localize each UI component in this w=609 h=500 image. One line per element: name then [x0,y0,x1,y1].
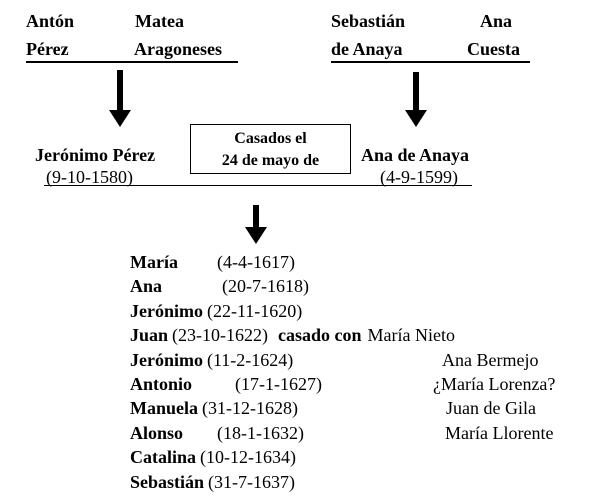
child-date: (22-11-1620) [206,300,303,321]
child-name: Jerónimo [130,349,203,370]
child-name: Juan [130,325,169,346]
marriage-line-1: Casados el [234,130,307,147]
child-name: Sebastián [130,471,205,492]
anton-last: Pérez [26,39,69,59]
spouse-name: María Nieto [367,325,455,346]
child-name: Antonio [130,374,193,394]
parents-line [44,185,472,186]
mother-name: Ana de Anaya [361,145,470,165]
sebastian-last: de Anaya [331,39,403,59]
child-date: (17-1-1627) [235,374,322,394]
matea-first: Matea [135,11,184,31]
spouse-name: Juan de Gila [446,398,536,419]
spouse-name: Ana Bermejo [442,349,539,370]
right-couple-line [331,61,530,63]
child-date: (18-1-1632) [217,422,304,443]
child-row: Alonso (18-1-1632) [130,422,304,443]
spouse-name: ¿María Lorenza? [433,374,556,394]
child-date: (23-10-1622) [172,325,269,346]
child-date: (20-7-1618) [222,276,309,297]
child-row: Ana (20-7-1618) [130,276,309,297]
ana-cuesta-last: Cuesta [467,39,520,59]
child-date: (4-4-1617) [217,252,295,272]
marriage-line-2: 24 de mayo de [221,152,320,169]
marriage-box: Casados el 24 de mayo de [190,124,351,174]
father-date: (9-10-1580) [46,167,133,187]
matea-last: Aragoneses [134,39,222,59]
anton-first: Antón [26,11,75,31]
child-name: Manuela [130,398,199,419]
child-row: Catalina(10-12-1634) [130,447,296,467]
child-date: (10-12-1634) [200,447,296,468]
married-label: casado con [278,325,362,346]
child-name: Catalina [130,447,197,468]
child-name: Jerónimo [130,300,203,321]
child-date: (31-12-1628) [202,398,298,419]
child-date: (31-7-1637) [208,471,296,492]
child-row: Sebastián(31-7-1637) [130,472,295,492]
child-date: (11-2-1624) [206,349,294,370]
ana-cuesta-first: Ana [480,11,513,31]
father-name: Jerónimo Pérez [35,145,156,165]
spouse-name: María Llorente [445,422,554,443]
child-row: Jerónimo(11-2-1624) [130,350,293,370]
child-row: Antonio (17-1-1627) [130,374,322,394]
child-row: Jerónimo(22-11-1620) [130,301,302,321]
mother-date: (4-9-1599) [380,167,458,187]
child-name: Ana [130,276,163,297]
child-name: Alonso [130,422,184,443]
child-name: María [130,252,178,272]
child-row: María (4-4-1617) [130,252,295,272]
left-couple-line [26,61,238,63]
child-row: Manuela(31-12-1628) [130,398,298,418]
sebastian-first: Sebastián [331,11,406,31]
